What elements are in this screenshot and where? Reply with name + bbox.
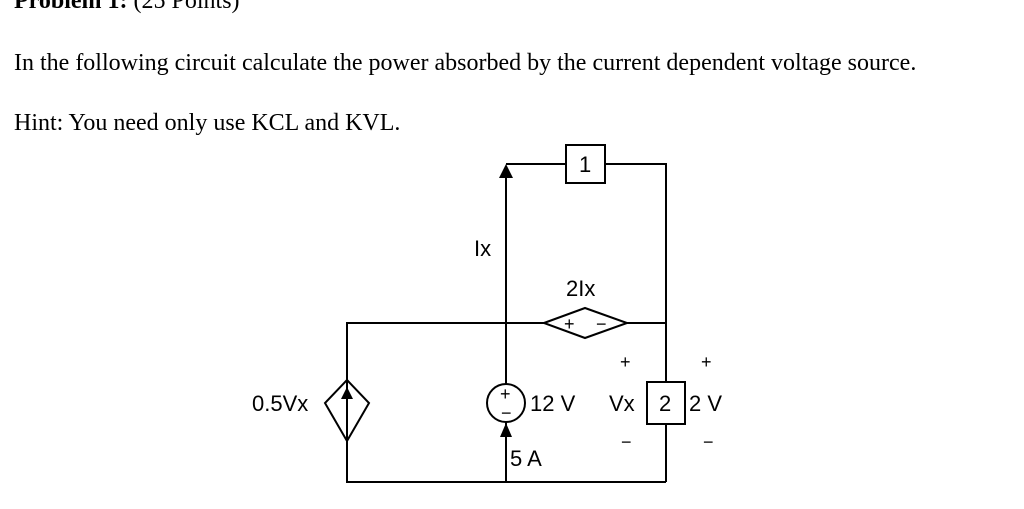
problem-hint: Hint: You need only use KCL and KVL. xyxy=(14,110,401,136)
vx-plus: + xyxy=(620,352,631,372)
problem-title: Problem 1: xyxy=(14,0,128,14)
dep-current-label: 0.5Vx xyxy=(252,391,308,416)
voltage-source-plus: + xyxy=(500,384,511,404)
current-5a-arrow xyxy=(500,423,512,437)
dependent-voltage-source xyxy=(541,306,630,340)
dep-voltage-minus: − xyxy=(596,314,607,334)
problem-heading: Problem 1: (25 Points) xyxy=(14,0,240,15)
voltage-source-12v xyxy=(486,383,526,423)
dep-voltage-label: 2Ix xyxy=(566,276,595,301)
ix-label: Ix xyxy=(474,236,491,261)
problem-statement: In the following circuit calculate the p… xyxy=(14,50,917,76)
voltage-source-label: 12 V xyxy=(530,391,576,416)
voltage-source-minus: − xyxy=(501,403,512,423)
v2-label: 2 V xyxy=(689,391,722,416)
v2-plus: + xyxy=(701,352,712,372)
dependent-current-source xyxy=(323,378,371,443)
vx-minus: − xyxy=(621,432,632,452)
resistor-top-label: 1 xyxy=(579,152,591,177)
resistor-top xyxy=(565,144,606,184)
problem-points: (25 Points) xyxy=(133,0,240,14)
resistor-right xyxy=(646,381,686,425)
current-source-label: 5 A xyxy=(510,446,542,471)
v2-minus: − xyxy=(703,432,714,452)
dep-voltage-plus: + xyxy=(564,314,575,334)
ix-arrow xyxy=(499,164,513,178)
vx-label: Vx xyxy=(609,391,635,416)
resistor-right-label: 2 xyxy=(659,391,671,416)
